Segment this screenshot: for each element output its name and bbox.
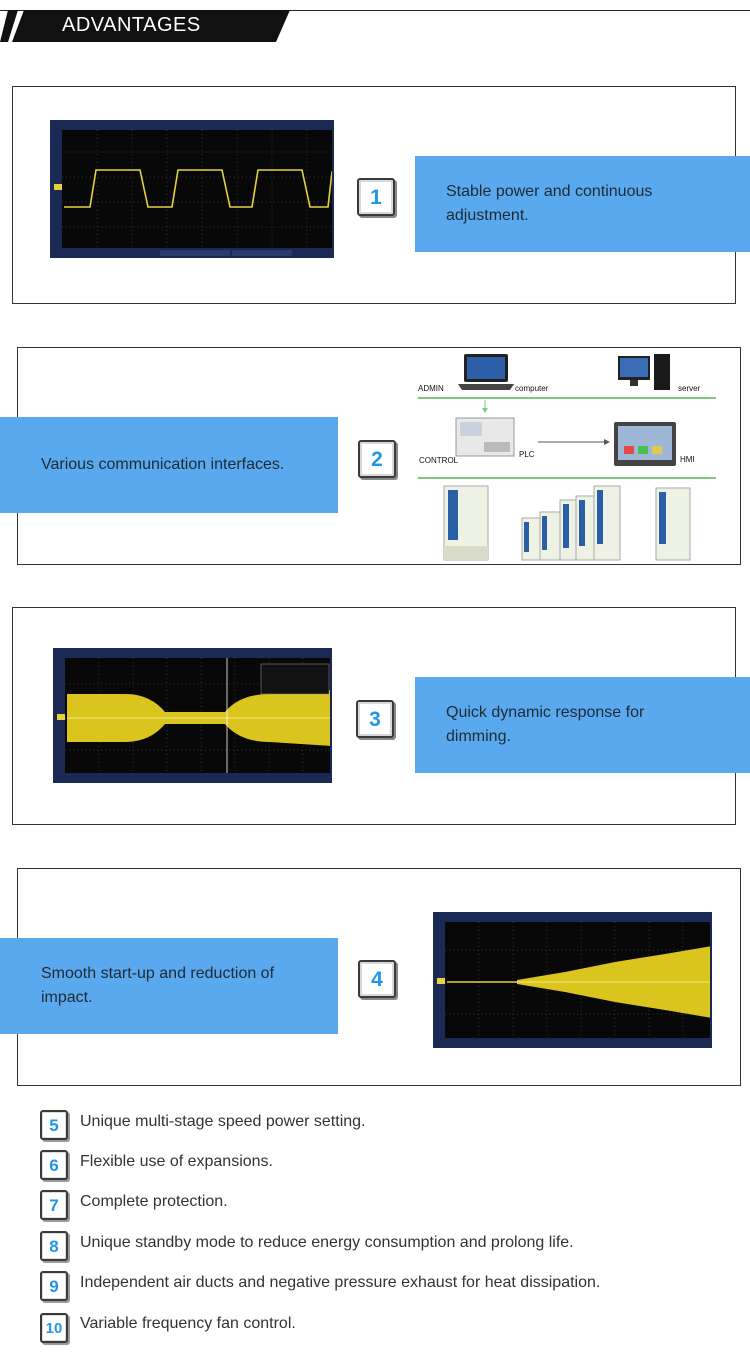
network-label-plc: PLC: [519, 450, 535, 459]
advantage-text-4a: Smooth start-up and reduction of: [41, 965, 275, 982]
advantage-text-band-3: Quick dynamic response for dimming.: [415, 677, 750, 773]
feature-text-8: Unique standby mode to reduce energy con…: [80, 1234, 574, 1251]
feature-text-9: Independent air ducts and negative press…: [80, 1274, 601, 1291]
network-label-admin: ADMIN: [418, 384, 444, 393]
number-badge-9: 9: [40, 1271, 68, 1301]
advantage-text-band-4: Smooth start-up and reduction of impact.: [0, 938, 338, 1034]
header-banner: [0, 10, 290, 42]
number-badge-1: 1: [357, 178, 395, 216]
number-badge-4: 4: [358, 960, 396, 998]
oscilloscope-square-wave: [50, 120, 334, 258]
advantage-text-3b: dimming.: [446, 728, 511, 745]
feature-text-7: Complete protection.: [80, 1193, 228, 1210]
feature-text-10: Variable frequency fan control.: [80, 1315, 296, 1332]
oscilloscope-soft-start: [433, 912, 712, 1048]
number-badge-6: 6: [40, 1150, 68, 1180]
network-label-control: CONTROL: [419, 456, 459, 465]
advantage-text-band-2: Various communication interfaces.: [0, 417, 338, 513]
network-label-computer: computer: [515, 384, 549, 393]
advantage-text-band-1: Stable power and continuous adjustment.: [415, 156, 750, 252]
number-badge-3: 3: [356, 700, 394, 738]
number-badge-8: 8: [40, 1231, 68, 1261]
feature-text-5: Unique multi-stage speed power setting.: [80, 1113, 366, 1130]
network-diagram: [418, 354, 716, 561]
feature-text-6: Flexible use of expansions.: [80, 1153, 273, 1170]
network-label-server: server: [678, 384, 701, 393]
number-badge-5: 5: [40, 1110, 68, 1140]
advantage-text-1a: Stable power and continuous: [446, 183, 653, 200]
advantage-text-4b: impact.: [41, 989, 93, 1006]
advantage-text-3a: Quick dynamic response for: [446, 704, 645, 721]
number-badge-2: 2: [358, 440, 396, 478]
network-label-hmi: HMI: [680, 455, 695, 464]
number-badge-7: 7: [40, 1190, 68, 1220]
page-title: ADVANTAGES: [62, 14, 201, 36]
number-badge-10: 10: [40, 1313, 68, 1343]
oscilloscope-dimming-response: [53, 648, 332, 783]
advantage-text-1b: adjustment.: [446, 207, 529, 224]
header-rule: [0, 10, 750, 11]
advantage-text-2: Various communication interfaces.: [41, 456, 285, 473]
